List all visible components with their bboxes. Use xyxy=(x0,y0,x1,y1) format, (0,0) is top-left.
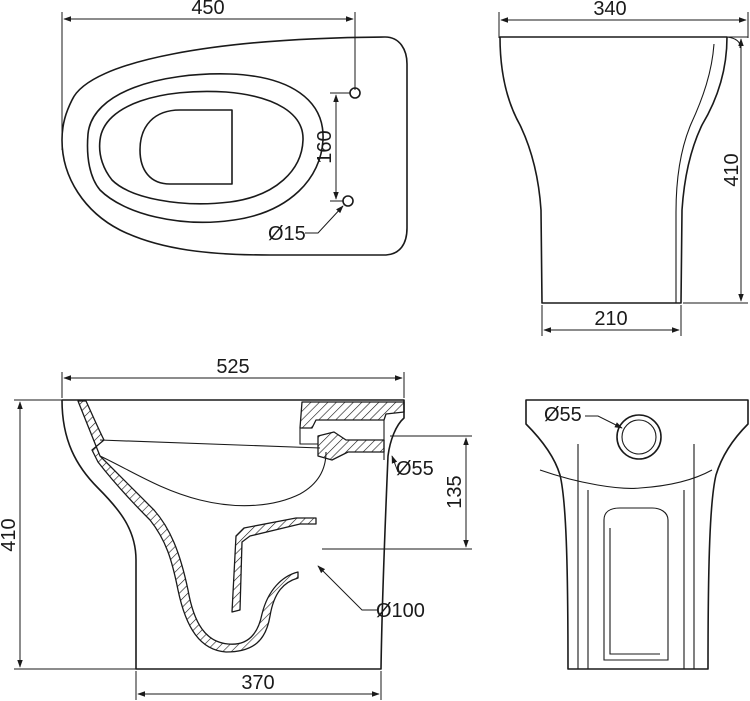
rear-view: Ø55 xyxy=(525,399,749,670)
front-width-label: 340 xyxy=(593,0,626,20)
outlet-height-label: 135 xyxy=(444,475,466,508)
hole-diameter-label: Ø15 xyxy=(268,223,306,245)
rear-body-outline xyxy=(525,399,749,670)
side-body-outline xyxy=(61,399,405,670)
side-section: 525 410 135 Ø55 Ø100 xyxy=(0,356,472,700)
bowl-inner xyxy=(98,90,304,205)
rear-inlet-outer xyxy=(616,414,662,460)
top-view: 450 160 Ø15 xyxy=(61,0,408,256)
side-base-label: 370 xyxy=(241,672,274,694)
hole-diameter-leader xyxy=(305,205,344,234)
outlet-diameter-label: Ø100 xyxy=(376,600,425,622)
inner-rim xyxy=(86,73,324,223)
trap-opening xyxy=(139,109,233,185)
rear-inlet-leader xyxy=(585,415,623,429)
front-height-label: 410 xyxy=(721,153,743,186)
front-body-outline xyxy=(499,36,728,304)
rim-channel-section xyxy=(299,401,405,429)
outlet-diameter-leader xyxy=(317,565,378,611)
fixing-hole-lower xyxy=(342,195,354,207)
front-view: 340 410 210 xyxy=(498,0,749,336)
trapway-section xyxy=(231,517,317,613)
top-view-width-label: 450 xyxy=(191,0,224,19)
side-inlet-diameter-label: Ø55 xyxy=(396,458,434,480)
rear-inlet-inner xyxy=(621,419,657,455)
side-height-label: 410 xyxy=(0,518,20,551)
side-length-label: 525 xyxy=(216,356,249,378)
inlet-diameter-leader xyxy=(391,455,399,473)
rear-inlet-diameter-label: Ø55 xyxy=(544,404,582,426)
pan-outline xyxy=(61,36,408,256)
hole-spacing-label: 160 xyxy=(314,130,336,163)
front-base-label: 210 xyxy=(594,308,627,330)
bowl-wall-section xyxy=(77,400,299,653)
